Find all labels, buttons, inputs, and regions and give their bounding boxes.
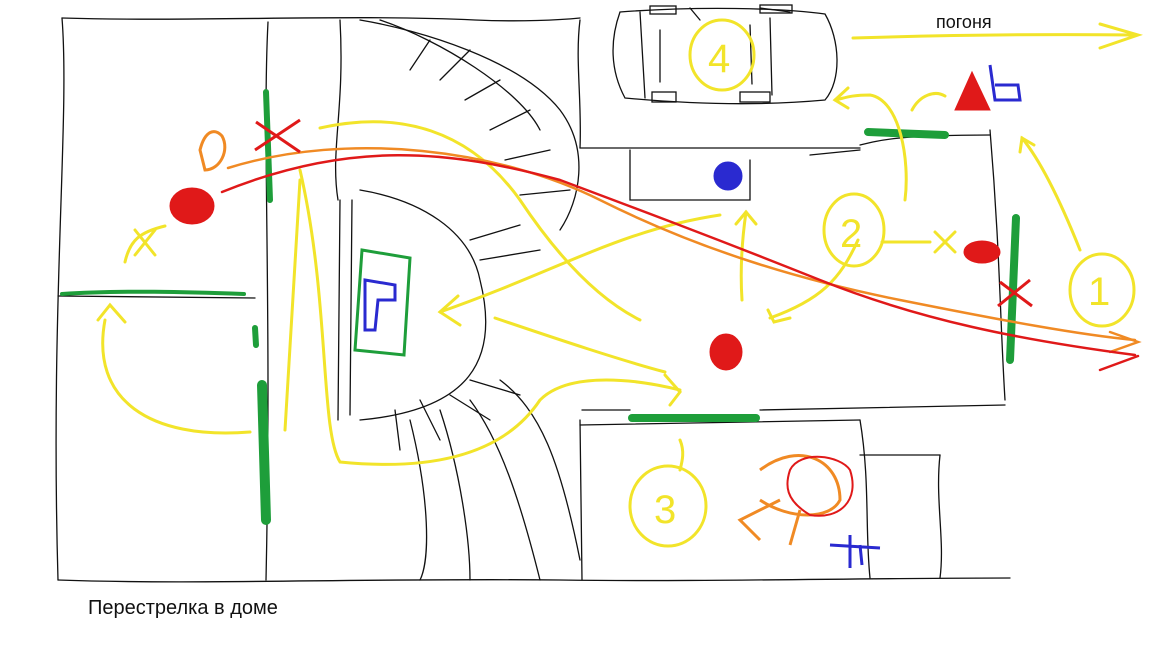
cover-objects [60,89,1020,525]
route-chase [851,33,1137,40]
blue-dot [713,161,743,191]
cover-small [252,325,259,348]
x-mark-left [254,118,301,154]
marker-2: 2 [840,212,862,256]
marker-4: 4 [708,37,730,81]
route-up-arrow [739,210,748,302]
walls [55,4,1011,583]
blue-figure-top [988,64,1022,102]
route-center-down [283,178,302,432]
route-bottom-loop [298,168,682,466]
orange-figure-bottom [737,454,842,546]
chase-label: погоня [936,12,992,32]
cover-left-door [263,89,273,203]
red-path [220,154,1137,357]
route-arrow-left [438,213,722,314]
cover-top-door [864,128,949,139]
enemy-right [963,240,1001,264]
marker-1: 1 [1088,270,1110,314]
marker-1-circle [1068,252,1136,328]
orange-figures [198,130,842,546]
x-mark-right [997,278,1033,308]
route-to-car [833,93,908,202]
blue-figure-table [363,278,397,332]
marker-3-circle [628,464,708,548]
blue-figure-bottom [829,535,881,568]
route-left-up [101,318,252,435]
orange-path [226,146,1137,342]
enemy-left [169,187,215,225]
enemy-center [709,333,743,371]
caption: Перестрелка в доме [88,597,278,619]
escape-paths [220,146,1142,372]
marker-3: 3 [654,488,676,532]
cover-left-wall [60,289,246,296]
marker-4-circle [688,18,756,92]
enemies [169,70,1033,371]
routes [96,22,1143,472]
route-top-curve [318,120,642,322]
enemy-top-right [954,70,991,111]
route-left-x [123,224,167,264]
route-1 [1020,136,1082,252]
cover-table [353,248,412,357]
marker-2-circle [822,192,886,268]
markers [628,18,1136,548]
orange-figure-left [198,130,227,172]
blue-items [363,64,1022,568]
red-scribble-bottom [786,455,854,517]
cover-lower-left [257,380,271,525]
